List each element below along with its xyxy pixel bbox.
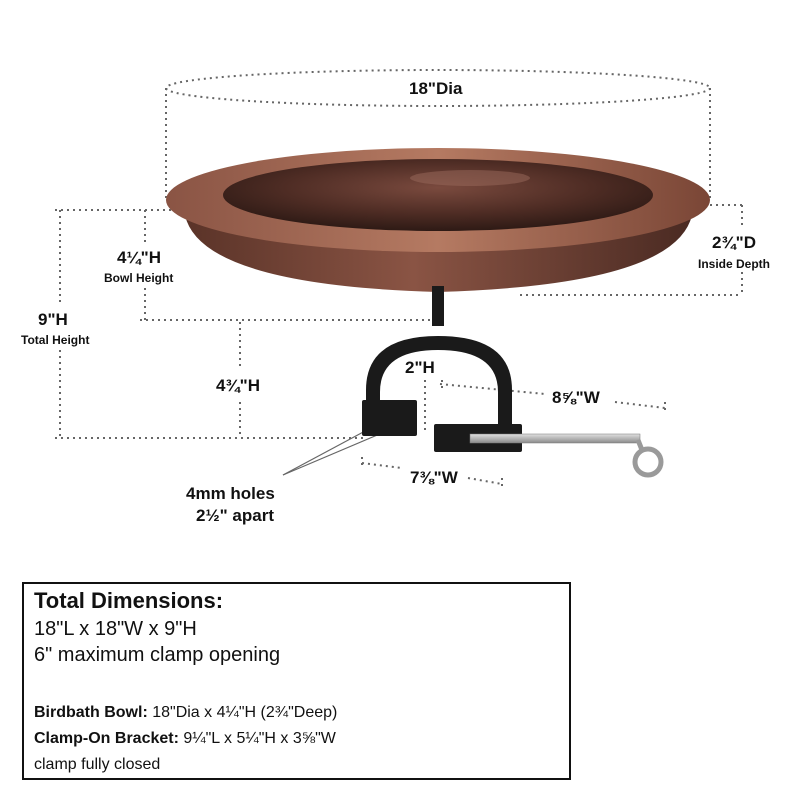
bowl-spec: Birdbath Bowl: 18"Dia x 4¼"H (2¾"Deep)	[34, 704, 337, 722]
hole-pointer-1	[282, 429, 368, 476]
bracket-height-value: 4¾"H	[216, 376, 260, 395]
bracket-spec-value: 9¼"L x 5¼"H x 3⅝"W	[178, 730, 336, 747]
bracket-left-clamp	[362, 400, 417, 436]
summary-title: Total Dimensions:	[34, 588, 224, 613]
bowl-spec-value: 18"Dia x 4¼"H (2¾"Deep)	[147, 704, 338, 721]
inside-depth-value: 2¾"D	[712, 233, 756, 252]
clamp-eye-ring	[632, 446, 664, 478]
total-height-value: 9"H	[38, 310, 68, 329]
total-height-label: Total Height	[21, 333, 90, 347]
bowl-spec-label: Birdbath Bowl:	[34, 704, 148, 721]
bracket-top-value: 2"H	[405, 358, 435, 377]
clamp-bracket	[362, 336, 664, 478]
holes-line-2: 2½" apart	[196, 506, 274, 525]
clamp-rod	[469, 433, 641, 444]
bracket-spec: Clamp-On Bracket: 9¼"L x 5¼"H x 3⅝"W	[34, 730, 336, 748]
bowl-inner	[223, 159, 653, 231]
dimension-guides	[55, 69, 743, 490]
birdbath-bowl	[166, 148, 710, 326]
clamp-eye-neck	[635, 439, 645, 451]
bowl-stem	[432, 286, 444, 326]
bowl-height-label: Bowl Height	[104, 271, 174, 285]
width-line-2	[614, 401, 666, 409]
bracket-base-width-value: 7⅜"W	[410, 468, 458, 487]
bowl-height-value: 4¼"H	[117, 248, 161, 267]
holes-line-1: 4mm holes	[186, 484, 275, 503]
inside-depth-label: Inside Depth	[698, 257, 771, 271]
bowl-highlight	[410, 170, 530, 186]
base-width-line-2	[467, 477, 503, 485]
base-width-line	[361, 462, 403, 469]
bracket-spec-label: Clamp-On Bracket:	[34, 730, 179, 747]
summary-box: Total Dimensions: 18"L x 18"W x 9"H 6" m…	[22, 582, 571, 780]
bracket-note: clamp fully closed	[34, 756, 161, 773]
width-line	[439, 383, 546, 395]
bracket-width-value: 8⅝"W	[552, 388, 600, 407]
summary-overall-size: 18"L x 18"W x 9"H	[34, 618, 197, 640]
diameter-label: 18"Dia	[409, 79, 463, 98]
summary-clamp-opening: 6" maximum clamp opening	[34, 644, 281, 666]
